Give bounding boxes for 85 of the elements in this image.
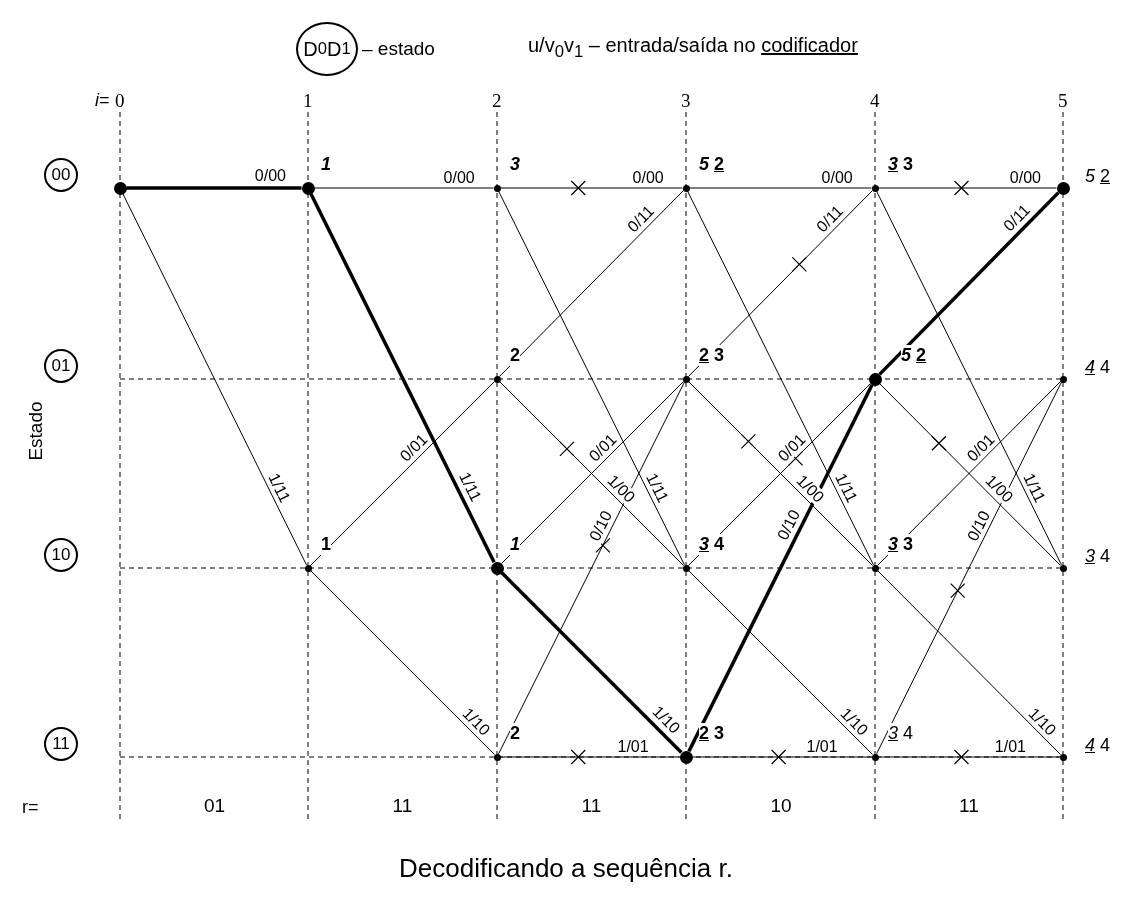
state-circle: 00 xyxy=(44,158,78,192)
branch-label: 0/00 xyxy=(253,168,287,184)
received-symbol: 11 xyxy=(959,795,979,817)
trellis-node xyxy=(301,181,315,195)
trellis-node xyxy=(493,753,501,761)
axis-label: r= xyxy=(22,797,39,818)
path-metric: 3 4 xyxy=(888,723,914,744)
received-symbol: 01 xyxy=(204,795,226,817)
trellis-node xyxy=(682,184,690,192)
path-metric: 5 2 xyxy=(699,154,725,175)
trellis-branch xyxy=(876,190,1062,566)
trellis-branch xyxy=(309,193,496,563)
branch-label: 0/00 xyxy=(631,170,665,186)
state-circle: 10 xyxy=(44,538,78,572)
received-symbol: 11 xyxy=(392,795,413,817)
trellis-branch xyxy=(309,569,496,756)
branch-label: 0/00 xyxy=(820,170,854,186)
path-metric: 3 3 xyxy=(888,534,914,555)
trellis-node xyxy=(1059,753,1067,761)
trellis-node xyxy=(1059,375,1067,383)
path-metric: 1 xyxy=(510,534,520,555)
column-number: 0 xyxy=(115,90,125,112)
trellis-node xyxy=(871,564,879,572)
branch-label: 1/01 xyxy=(805,739,839,755)
trellis-branch xyxy=(876,381,1062,755)
trellis-node xyxy=(682,375,690,383)
path-metric: 4 4 xyxy=(1085,357,1111,378)
axis-label: i= xyxy=(95,90,110,111)
trellis-node xyxy=(304,564,312,572)
axis-title: Estado xyxy=(24,401,47,461)
trellis-branch xyxy=(500,187,683,189)
path-metric: 1 xyxy=(321,534,331,555)
trellis-node xyxy=(871,184,879,192)
caption: Decodificando a sequência r. xyxy=(398,853,734,884)
legend-text: – estado xyxy=(362,38,435,60)
trellis-node xyxy=(1059,564,1067,572)
trellis-node xyxy=(490,561,504,575)
path-metric: 2 3 xyxy=(699,345,725,366)
trellis-node xyxy=(493,375,501,383)
trellis-node xyxy=(113,181,127,195)
trellis-node xyxy=(1056,181,1070,195)
trellis-branch xyxy=(687,384,874,752)
path-metric: 5 2 xyxy=(901,345,927,366)
column-number: 1 xyxy=(303,90,313,112)
trellis-node xyxy=(493,184,501,192)
branch-label: 0/00 xyxy=(1008,170,1042,186)
trellis-branch xyxy=(687,190,874,566)
received-symbol: 10 xyxy=(770,795,792,817)
column-number: 2 xyxy=(492,90,502,112)
state-circle: 01 xyxy=(44,349,78,383)
branch-label: 1/01 xyxy=(616,739,650,755)
trellis-branch xyxy=(500,756,680,758)
trellis-branch xyxy=(498,190,685,377)
trellis-branch xyxy=(687,569,874,756)
trellis-branch xyxy=(692,756,872,758)
trellis-branch xyxy=(122,193,307,566)
path-metric: 3 4 xyxy=(1085,546,1111,567)
branch-label: 1/01 xyxy=(993,739,1027,755)
received-symbol: 11 xyxy=(581,795,602,817)
path-metric: 3 4 xyxy=(699,534,725,555)
path-metric: 2 xyxy=(510,345,520,366)
trellis-branch xyxy=(687,190,874,377)
path-metric: 2 3 xyxy=(699,723,725,744)
trellis-branch xyxy=(314,187,494,189)
path-metric: 3 3 xyxy=(888,154,914,175)
trellis-node xyxy=(871,753,879,761)
trellis-node xyxy=(682,564,690,572)
trellis-branch xyxy=(500,571,683,754)
column-number: 4 xyxy=(870,90,880,112)
trellis-branch xyxy=(689,187,872,189)
trellis-branch xyxy=(498,190,685,566)
legend-text: u/v$_{0}$v$_{1}$ – entrada/saída no codificador xyxy=(528,34,858,62)
trellis-branch xyxy=(878,756,1060,758)
trellis-branch xyxy=(309,380,496,567)
trellis-branch xyxy=(876,570,1062,755)
column-number: 3 xyxy=(681,90,691,112)
path-metric: 5 2 xyxy=(1085,166,1111,187)
trellis-branch xyxy=(878,191,1060,376)
branch-label: 0/00 xyxy=(442,170,476,186)
trellis-branch xyxy=(126,186,302,190)
trellis-branch xyxy=(498,381,685,755)
path-metric: 4 4 xyxy=(1085,735,1111,756)
trellis-branch xyxy=(878,187,1057,189)
column-number: 5 xyxy=(1058,90,1068,112)
state-circle: 11 xyxy=(44,727,78,761)
